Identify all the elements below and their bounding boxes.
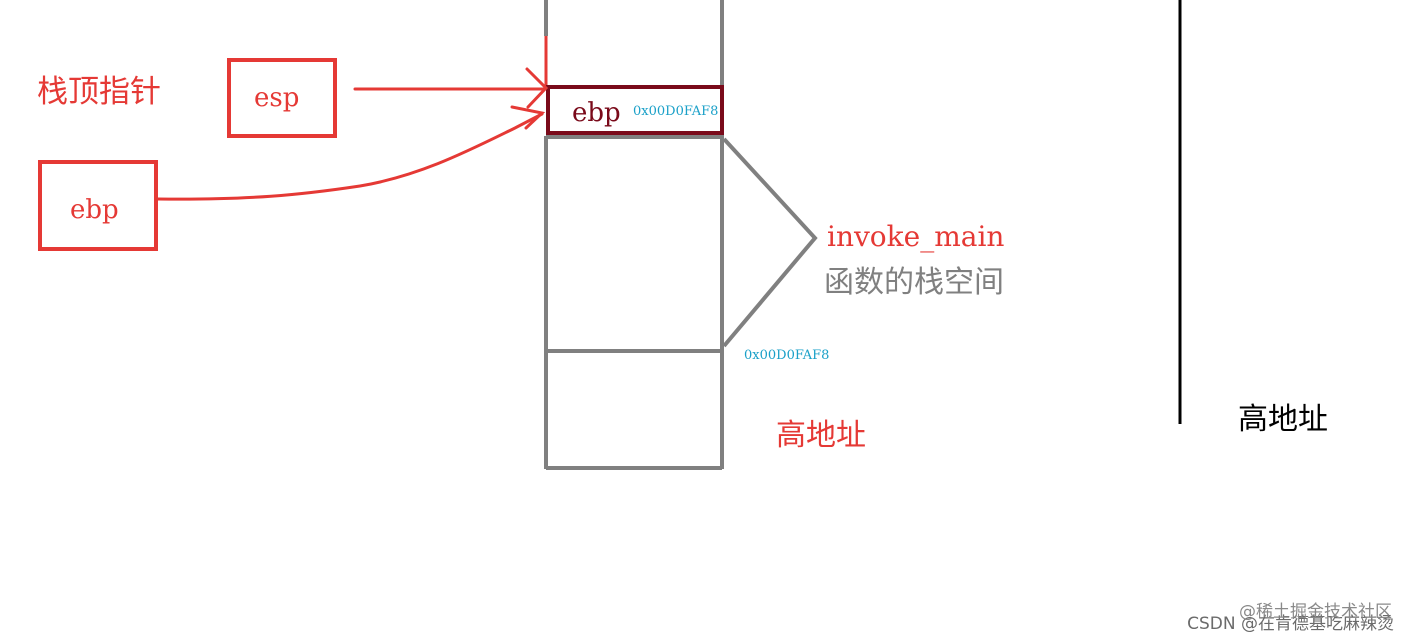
high-address-label-middle: 高地址 xyxy=(776,418,866,453)
ebp-cell-address: 0x00D0FAF8 xyxy=(633,104,718,119)
watermark-csdn: CSDN @在肯德基吃麻辣烫 xyxy=(1187,614,1394,634)
function-name-label: invoke_main xyxy=(827,220,1004,253)
frame-bottom-address: 0x00D0FAF8 xyxy=(744,348,829,363)
stack-top-pointer-label: 栈顶指针 xyxy=(37,74,161,110)
ebp-pointer-arrow xyxy=(156,105,546,201)
esp-pointer-arrow xyxy=(353,67,549,109)
watermark-juejin: @稀土掘金技术社区 xyxy=(1239,602,1392,622)
stack-column xyxy=(544,0,724,470)
esp-register-box xyxy=(227,58,337,138)
ebp-register-label: ebp xyxy=(70,195,119,225)
esp-register-label: esp xyxy=(254,83,299,113)
ebp-stack-cell xyxy=(546,85,724,135)
high-address-label-right: 高地址 xyxy=(1238,402,1328,437)
ebp-register-box xyxy=(38,160,158,251)
frame-bracket xyxy=(722,137,818,348)
ebp-stack-cell-label: ebp xyxy=(572,98,621,128)
watermark: @稀土掘金技术社区 CSDN @在肯德基吃麻辣烫 xyxy=(1187,602,1394,634)
frame-description: 函数的栈空间 xyxy=(824,265,1004,300)
